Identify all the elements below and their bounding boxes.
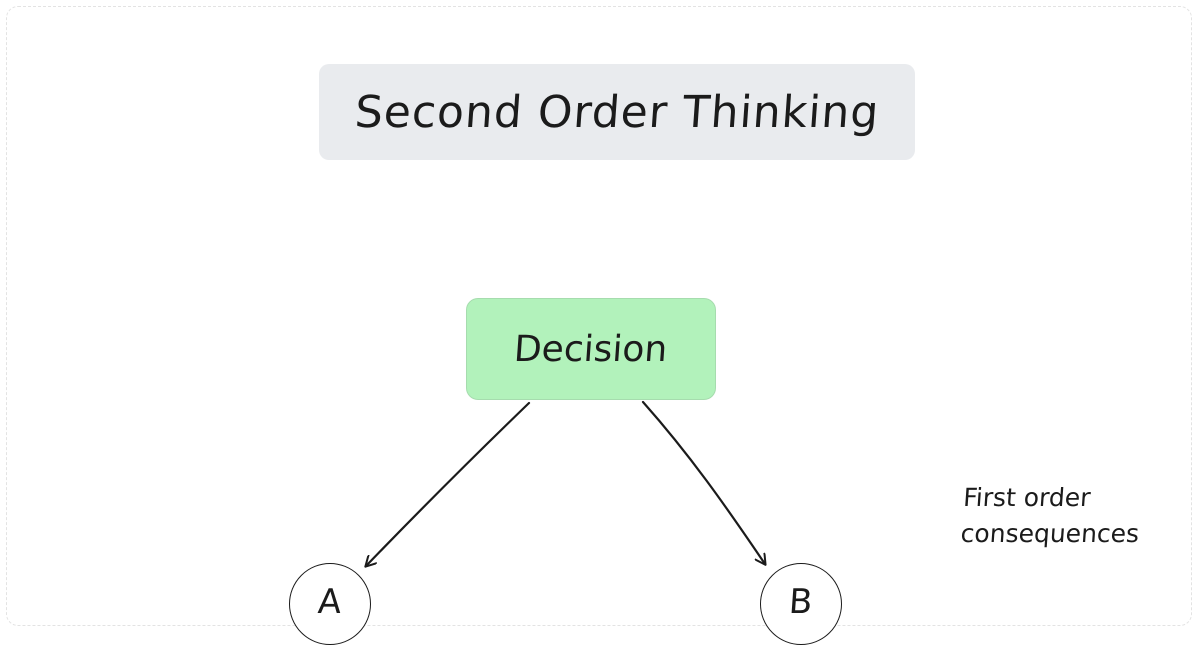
decision-node: Decision [466,298,716,400]
node-b: B [760,563,842,645]
node-a: A [289,563,371,645]
node-b-label: B [787,582,815,622]
note-line-1: First order [962,483,1092,512]
title-box: Second Order Thinking [319,64,915,160]
note-line-2: consequences [959,519,1141,548]
node-a-label: A [316,582,344,622]
first-order-consequences-note: First order consequences [959,480,1142,552]
diagram-title: Second Order Thinking [353,86,881,138]
decision-label: Decision [512,328,670,370]
